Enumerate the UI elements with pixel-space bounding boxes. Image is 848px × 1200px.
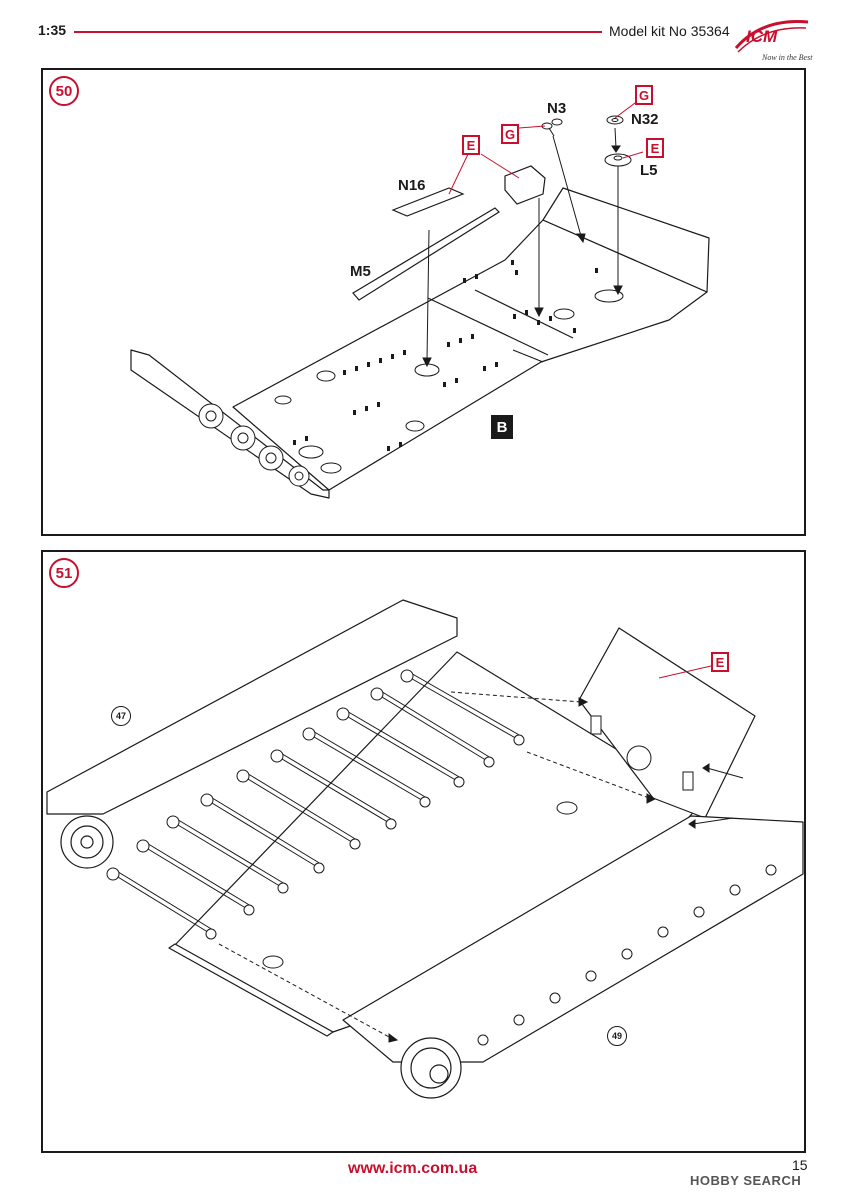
step-50-panel: 50 N3 N32 N16 L5 M5 G G E E B [41,68,806,536]
sprue-box-g-2: G [635,85,653,105]
step-50-badge: 50 [49,76,79,106]
right-side-sponson [342,815,804,1063]
icm-logo: ICM Now in the Best [734,20,813,62]
sprue-box-e-1: E [462,135,480,155]
scale-label: 1:35 [38,22,67,38]
website-link[interactable]: www.icm.com.ua [348,1160,478,1177]
sprue-box-e-2: E [646,138,664,158]
drive-sprocket-left [60,815,114,869]
part-label-n16: N16 [398,177,426,194]
rear-plate-e [578,627,756,819]
drive-sprocket-right [400,1037,462,1099]
svg-text:ICM: ICM [746,27,778,46]
part-label-l5: L5 [640,162,658,179]
step-51-drawing [46,599,804,1099]
sprue-box-g-1: G [501,124,519,144]
step-reference-47: 47 [111,706,131,726]
hobby-search-watermark: HOBBY SEARCH [690,1173,802,1188]
part-n32-drawing [604,115,632,167]
part-n3-drawing [541,118,563,137]
left-side-sponson [46,599,458,815]
torsion-bars [112,671,522,935]
svg-text:Now in the Best: Now in the Best [761,53,813,62]
part-label-n3: N3 [547,100,567,117]
step-51-badge: 51 [49,558,79,588]
step-reference-49: 49 [607,1026,627,1046]
hull-floor-plate [232,219,708,491]
part-m5-drawing [352,207,500,301]
front-strip [168,943,334,1037]
part-label-n32: N32 [631,111,659,128]
part-n16-drawing [391,187,465,217]
hull-rear-plate [542,187,710,293]
model-kit-number: Model kit No 35364 [609,23,730,39]
step-50-drawing [130,99,710,499]
part-label-m5: M5 [350,263,371,280]
step-51-panel: 51 E 47 49 [41,550,806,1153]
hull-part-label-b: B [491,415,513,439]
page-number: 15 [792,1157,808,1173]
sprue-box-e: E [711,652,729,672]
header-rule [74,31,602,33]
